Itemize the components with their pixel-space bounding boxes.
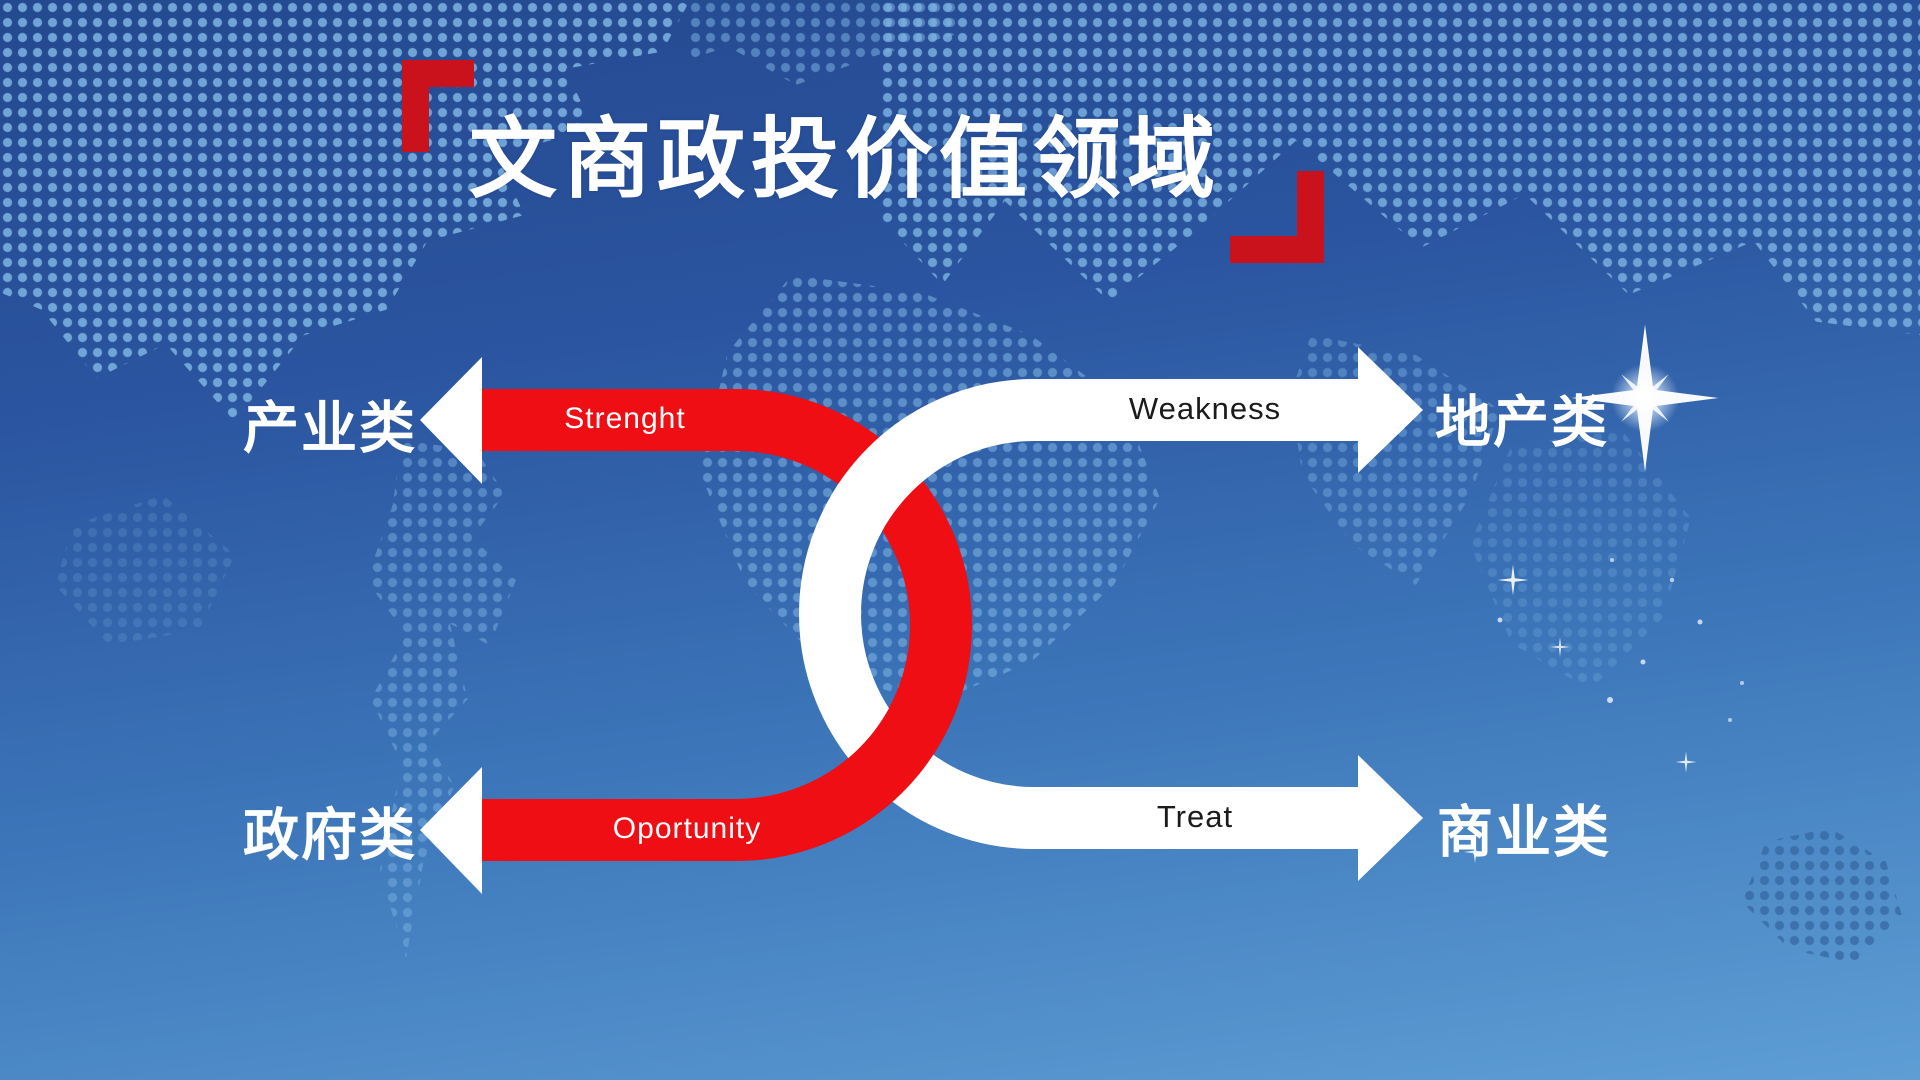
slide-title: 文商政投价值领域 bbox=[468, 109, 1222, 209]
arrowhead-top-right-icon bbox=[1358, 347, 1423, 473]
sparkle-small-group bbox=[1463, 558, 1744, 864]
category-bottom-left: 政府类 bbox=[243, 803, 417, 867]
category-top-right: 地产类 bbox=[1435, 390, 1609, 454]
swot-label-strength: Strenght bbox=[564, 402, 686, 435]
arrowhead-top-left-icon bbox=[420, 357, 482, 484]
red-chain-link-overlap bbox=[735, 654, 969, 862]
swot-label-weakness: Weakness bbox=[1128, 391, 1282, 426]
arrowhead-bottom-right-icon bbox=[1358, 755, 1423, 881]
category-bottom-right: 商业类 bbox=[1437, 800, 1611, 864]
swot-label-threat: Treat bbox=[1156, 799, 1234, 834]
title-bracket-open-icon bbox=[402, 60, 429, 152]
arrowhead-bottom-left-icon bbox=[420, 767, 482, 894]
white-chain-link bbox=[799, 379, 1362, 849]
swot-label-opportunity: Oportunity bbox=[612, 812, 762, 845]
title-bracket-close-icon bbox=[1297, 171, 1324, 263]
category-top-left: 产业类 bbox=[243, 396, 417, 460]
sparkle-large bbox=[1571, 324, 1719, 472]
